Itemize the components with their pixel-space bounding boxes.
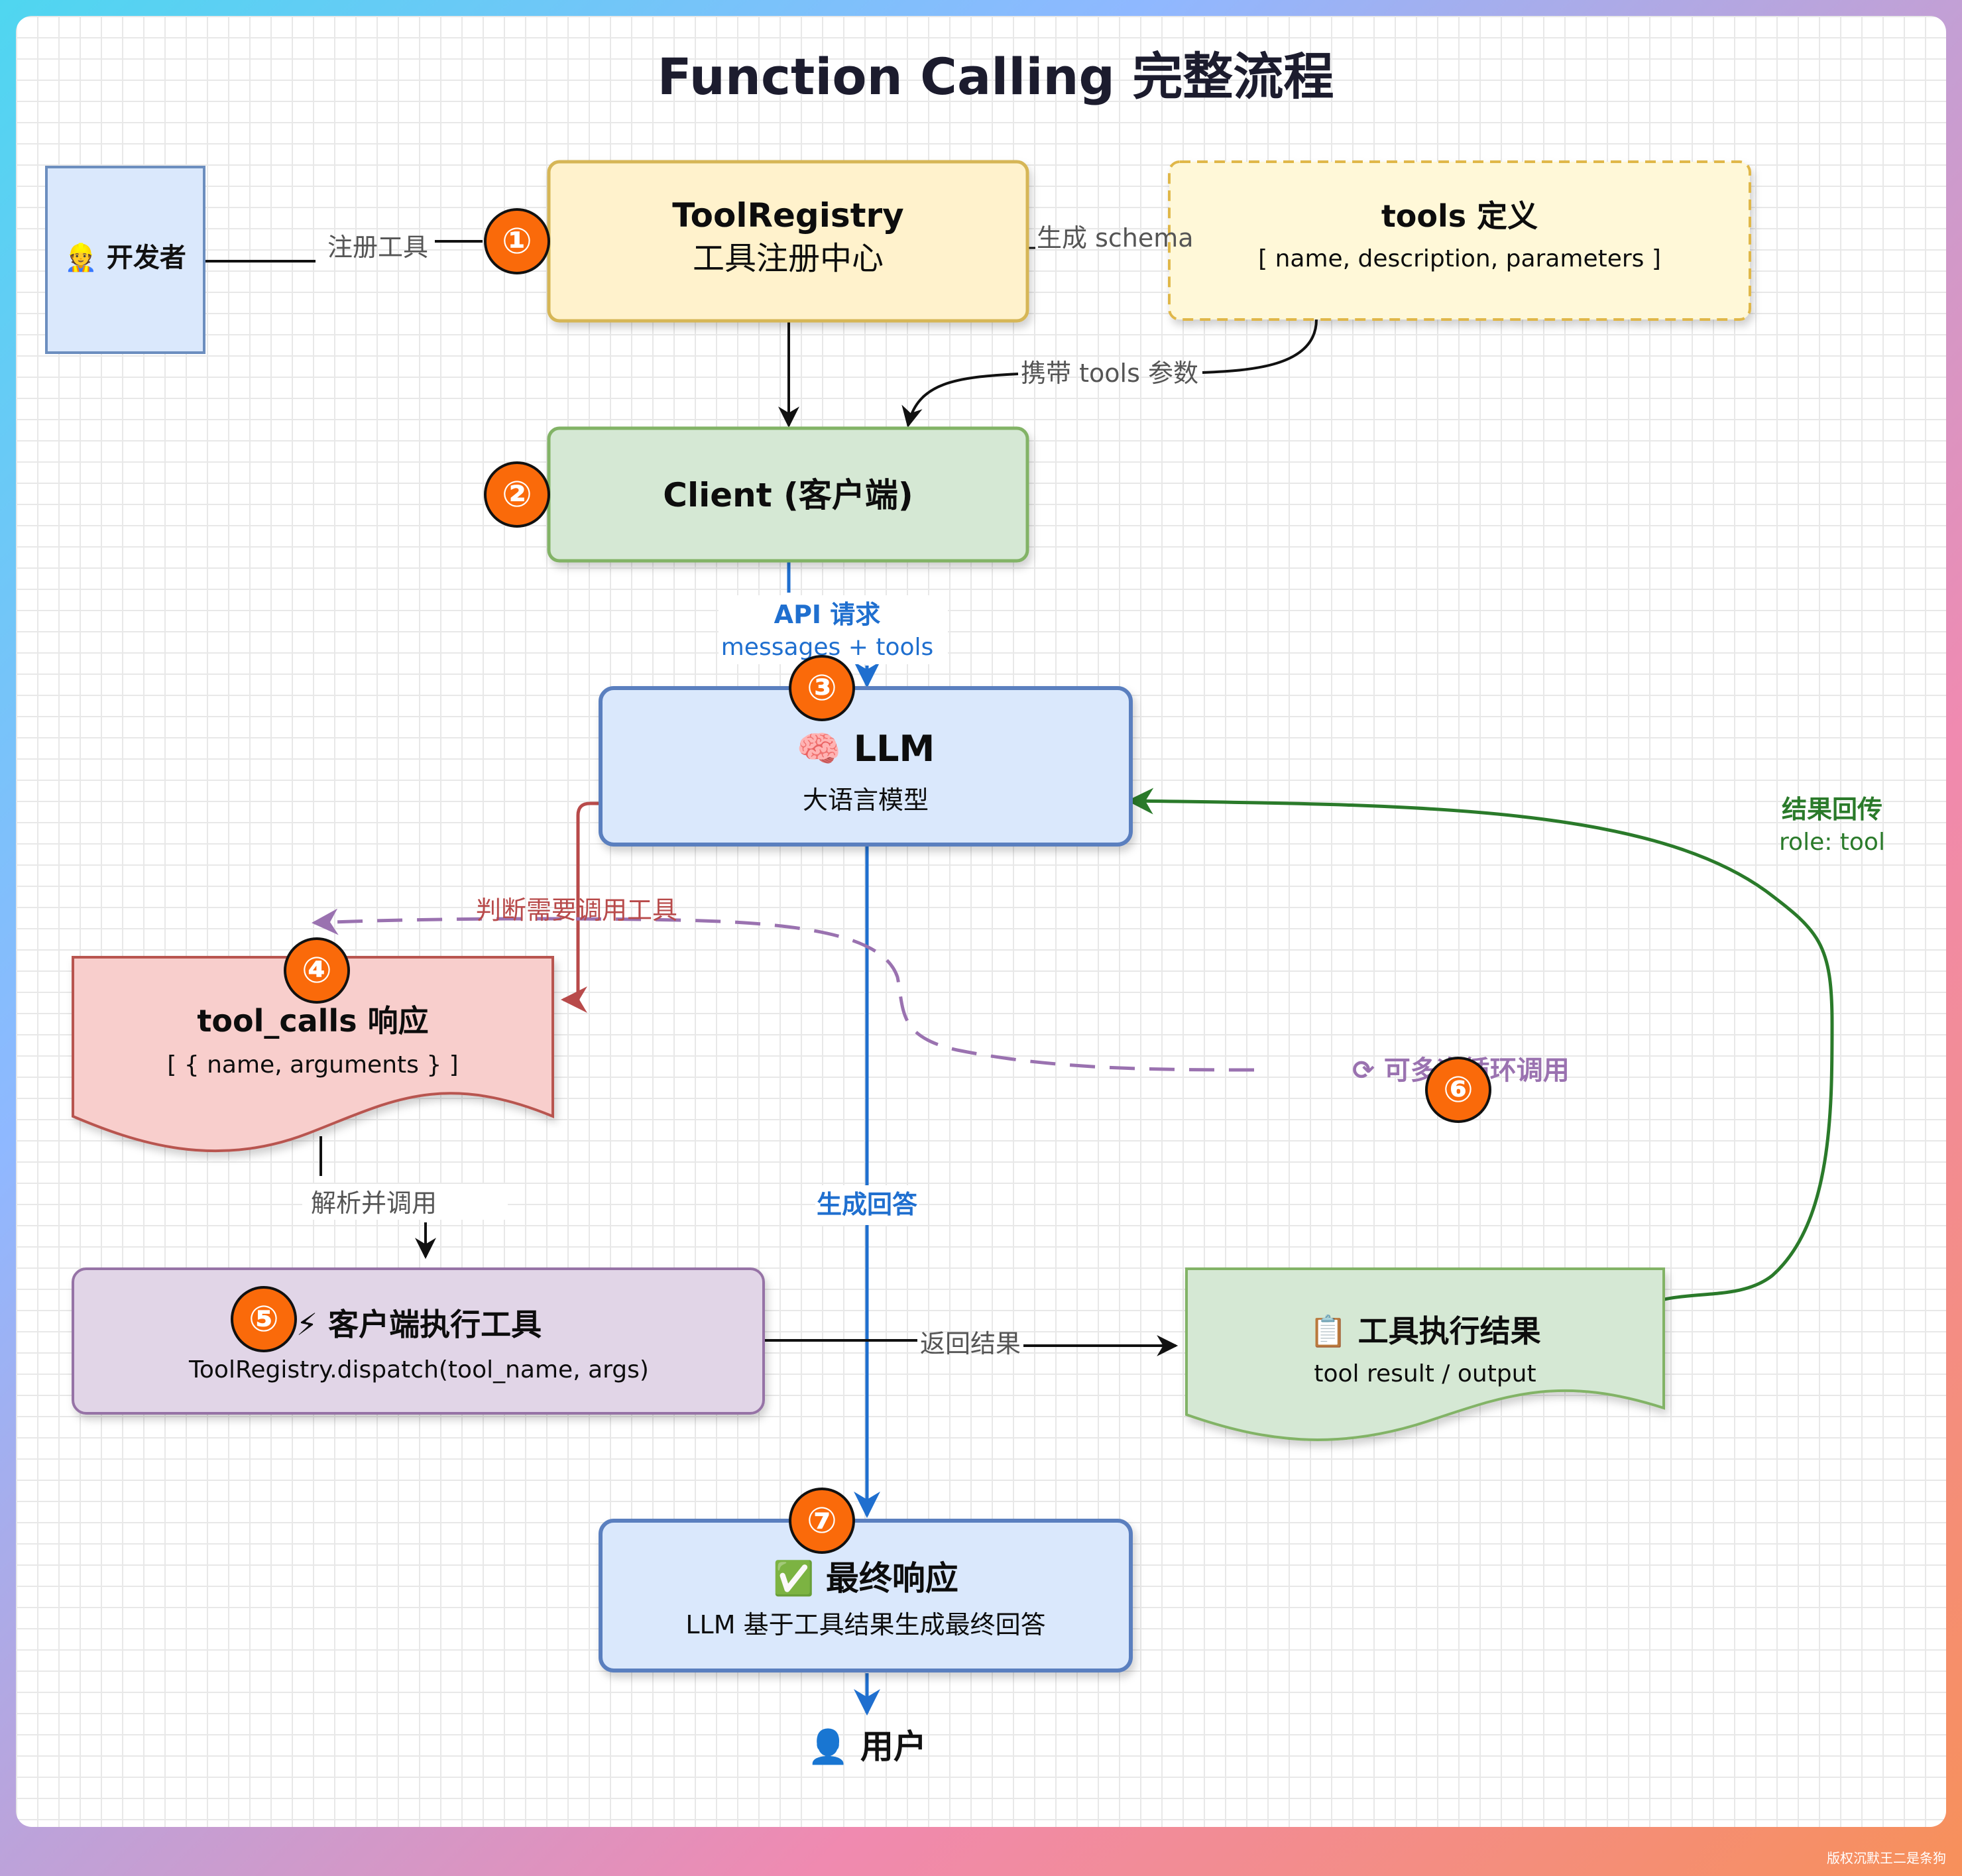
flow-diagram: Function Calling 完整流程 👷 开发者 ToolRegistry… xyxy=(45,47,1885,1766)
label-parse: 解析并调用 xyxy=(311,1189,437,1218)
step-badge-1-label: ① xyxy=(502,220,532,262)
node-execute: ⚡ 客户端执行工具 ToolRegistry.dispatch(tool_nam… xyxy=(72,1267,765,1415)
step-badge-7: ⑦ xyxy=(789,1488,855,1554)
step-badge-7-label: ⑦ xyxy=(807,1499,837,1541)
step-badge-6-label: ⑥ xyxy=(1443,1069,1473,1110)
node-client-label: Client (客户端) xyxy=(663,476,913,514)
node-execute-call: ToolRegistry.dispatch(tool_name, args) xyxy=(188,1356,649,1383)
node-execute-title: ⚡ 客户端执行工具 xyxy=(296,1307,542,1342)
edge-register xyxy=(204,240,483,263)
step-badge-2: ② xyxy=(484,461,550,528)
node-final-response-subtitle: LLM 基于工具结果生成最终回答 xyxy=(685,1610,1045,1639)
label-feedback-role: role: tool xyxy=(1779,829,1885,856)
step-badge-5: ⑤ xyxy=(231,1286,297,1352)
node-user: 👤 用户 xyxy=(807,1728,927,1766)
node-tools-definition-title: tools 定义 xyxy=(1381,198,1538,234)
node-registry-name: ToolRegistry xyxy=(672,196,904,235)
node-tool-calls: tool_calls 响应 [ { name, arguments } ] xyxy=(72,956,554,1153)
node-client: Client (客户端) xyxy=(547,426,1029,563)
step-badge-4: ④ xyxy=(284,937,350,1004)
label-generate-answer-bg xyxy=(815,1185,919,1225)
node-registry-subtitle: 工具注册中心 xyxy=(693,240,884,277)
node-developer: 👷 开发者 xyxy=(45,166,205,354)
node-tool-result-output: tool result / output xyxy=(1314,1360,1536,1387)
step-badge-2-label: ② xyxy=(502,473,532,515)
edge-carry-tools xyxy=(908,319,1318,426)
node-tools-definition-fields: [ name, description, parameters ] xyxy=(1258,245,1661,272)
label-api-request: API 请求 xyxy=(774,600,881,629)
diagram-canvas: Function Calling 完整流程 👷 开发者 ToolRegistry… xyxy=(16,16,1946,1827)
label-return-result: 返回结果 xyxy=(920,1329,1021,1358)
step-badge-5-label: ⑤ xyxy=(249,1298,279,1340)
step-badge-6: ⑥ xyxy=(1425,1057,1491,1123)
step-badge-4-label: ④ xyxy=(302,949,332,991)
node-llm-subtitle: 大语言模型 xyxy=(803,786,929,815)
node-llm-title: 🧠 LLM xyxy=(797,728,935,770)
label-generate-answer: 生成回答 xyxy=(817,1190,918,1219)
diagram-title: Function Calling 完整流程 xyxy=(658,47,1334,106)
node-final-response-title: ✅ 最终响应 xyxy=(773,1559,958,1598)
edge-feedback xyxy=(1127,788,1834,1307)
label-api-request-bg xyxy=(719,595,948,664)
label-carry-tools: 携带 tools 参数 xyxy=(1021,359,1198,388)
label-feedback: 结果回传 xyxy=(1782,795,1882,824)
node-registry: ToolRegistry 工具注册中心 xyxy=(547,160,1029,323)
edge-loop xyxy=(312,908,1255,1072)
node-llm: 🧠 LLM 大语言模型 xyxy=(599,686,1133,847)
step-badge-3-label: ③ xyxy=(807,667,837,709)
step-badge-1: ① xyxy=(484,208,550,274)
node-tool-result: 📋 工具执行结果 tool result / output xyxy=(1185,1267,1665,1441)
label-parse-bg xyxy=(302,1184,508,1220)
node-tools-definition: tools 定义 [ name, description, parameters… xyxy=(1168,160,1751,321)
node-tool-calls-title: tool_calls 响应 xyxy=(197,1003,428,1039)
node-developer-label: 👷 开发者 xyxy=(64,242,186,273)
node-tool-calls-fields: [ { name, arguments } ] xyxy=(167,1051,458,1079)
node-tool-result-title: 📋 工具执行结果 xyxy=(1309,1313,1540,1349)
node-final-response: ✅ 最终响应 LLM 基于工具结果生成最终回答 xyxy=(599,1519,1133,1672)
watermark: 版权沉默王二是条狗 xyxy=(1827,1850,1946,1866)
label-gen-schema: 生成 schema xyxy=(1037,223,1194,253)
label-judge: 判断需要调用工具 xyxy=(476,896,677,925)
edge-judge xyxy=(561,801,605,1013)
label-register: 注册工具 xyxy=(327,233,428,262)
step-badge-3: ③ xyxy=(789,655,855,721)
